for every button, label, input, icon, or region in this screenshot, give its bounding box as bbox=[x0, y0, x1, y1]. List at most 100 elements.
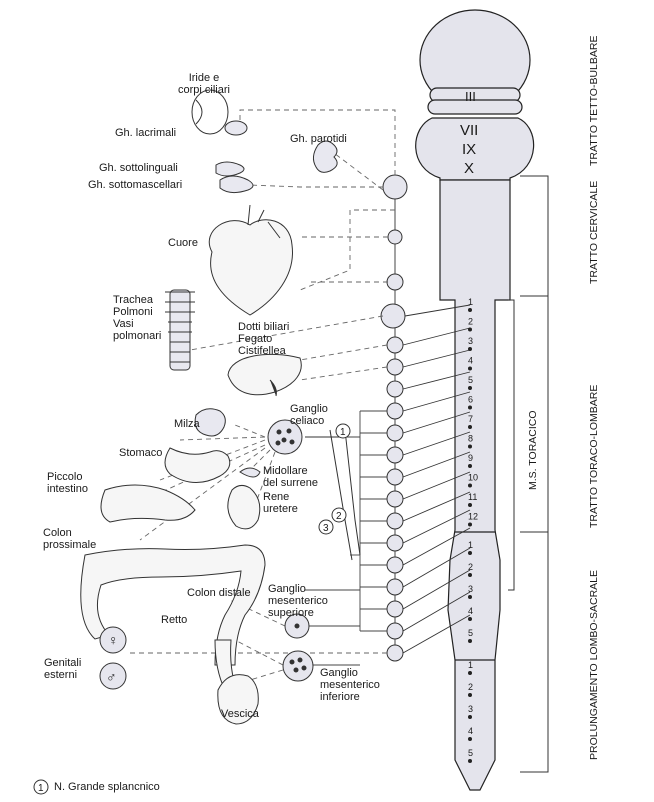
label-midollare: Midollare del surrene bbox=[263, 465, 319, 489]
label-milza: Milza bbox=[174, 418, 200, 430]
lumbar-segment-5: 5 bbox=[468, 628, 473, 638]
label-vescica: Vescica bbox=[221, 708, 259, 720]
thoracic-segment-8: 8 bbox=[468, 434, 473, 444]
label-stomaco: Stomaco bbox=[119, 447, 163, 459]
male-symbol-circle bbox=[99, 662, 127, 690]
label-colon-distale: Colon distale bbox=[187, 587, 251, 599]
female-icon: ♀ bbox=[108, 632, 119, 648]
male-icon: ♂ bbox=[106, 669, 117, 685]
marker-3: 3 bbox=[323, 523, 329, 534]
label-genitali: Genitali esterni bbox=[44, 657, 82, 681]
female-symbol-circle bbox=[99, 626, 127, 654]
thoracic-segment-dot-4 bbox=[468, 366, 472, 371]
thoracic-segment-dot-12 bbox=[468, 522, 472, 527]
nucleus-x: X bbox=[464, 160, 475, 177]
trachea-shape bbox=[165, 289, 195, 371]
lumbar-segment-dot-4 bbox=[468, 617, 472, 621]
cord-body-shape bbox=[439, 179, 511, 791]
marker-2: 2 bbox=[336, 511, 342, 522]
lumbar-segment-2: 2 bbox=[468, 562, 473, 572]
nucleus-iii: III bbox=[465, 89, 476, 104]
legend-number: 1 bbox=[38, 783, 44, 794]
thoracic-segment-12: 12 bbox=[468, 512, 478, 522]
label-ganglio-inf: Ganglio mesenterico inferiore bbox=[320, 667, 380, 703]
thoracic-segment-3: 3 bbox=[468, 336, 473, 346]
sublingual-gland-shape bbox=[215, 161, 245, 177]
sacral-segment-dot-2 bbox=[468, 693, 472, 697]
lumbar-segment-dot-5 bbox=[468, 639, 472, 643]
spinal-cord bbox=[415, 9, 535, 791]
thoracic-segment-dot-10 bbox=[468, 483, 472, 488]
thoracic-segment-dot-11 bbox=[468, 503, 472, 507]
thoracic-segment-6: 6 bbox=[468, 395, 473, 405]
dashed-fibers bbox=[130, 109, 396, 681]
splanchnic-nerves bbox=[305, 429, 361, 561]
thoracic-segment-11: 11 bbox=[468, 492, 477, 502]
marker-1: 1 bbox=[340, 427, 346, 438]
thoracic-segment-9: 9 bbox=[468, 453, 473, 463]
label-cuore: Cuore bbox=[168, 237, 198, 249]
region-cervicale: TRATTO CERVICALE bbox=[588, 180, 600, 284]
thoracic-segment-1: 1 bbox=[468, 297, 473, 307]
sacral-segment-dot-3 bbox=[468, 715, 472, 719]
thoracic-segment-7: 7 bbox=[468, 414, 473, 424]
thoracic-segment-dot-1 bbox=[468, 308, 472, 312]
postganglionic-fibers bbox=[305, 410, 387, 666]
bladder-shape bbox=[217, 674, 259, 725]
thoracic-segment-dot-3 bbox=[468, 347, 472, 351]
thoracic-segment-4: 4 bbox=[468, 356, 473, 366]
stomach-shape bbox=[164, 447, 231, 483]
kidney-shape bbox=[227, 484, 261, 530]
ganglion-stellate bbox=[380, 303, 406, 329]
lumbar-segment-3: 3 bbox=[468, 584, 473, 594]
thoracic-segment-dot-2 bbox=[468, 327, 472, 332]
markers bbox=[33, 423, 351, 795]
ganglio-mesenterico-inferiore-circle bbox=[282, 650, 314, 682]
label-dotti: Dotti biliari Fegato Cistifellea bbox=[238, 321, 290, 357]
adrenal-shape bbox=[239, 467, 261, 478]
heart-shape bbox=[208, 219, 293, 316]
sacral-segment-dot-5 bbox=[468, 759, 472, 763]
thoracic-segment-dot-6 bbox=[468, 405, 472, 410]
organs bbox=[80, 89, 338, 725]
lumbar-segment-1: 1 bbox=[468, 540, 473, 550]
thoracic-segment-dot-7 bbox=[468, 425, 472, 429]
lumbar-segment-dot-2 bbox=[468, 573, 472, 577]
sacral-segment-dot-4 bbox=[468, 737, 472, 741]
small-intestine-shape bbox=[100, 484, 196, 523]
lumbar-segment-4: 4 bbox=[468, 606, 473, 616]
ring-band-2 bbox=[427, 99, 523, 115]
thoracic-segment-2: 2 bbox=[468, 317, 473, 327]
eye-shape bbox=[191, 89, 248, 136]
submandibular-gland-shape bbox=[219, 175, 254, 194]
region-brackets bbox=[508, 175, 549, 773]
sacral-segment-4: 4 bbox=[468, 726, 473, 736]
lumbar-segment-dot-3 bbox=[468, 595, 472, 599]
label-rene: Rene uretere bbox=[263, 491, 298, 515]
label-ganglio-celiaco: Ganglio celiaco bbox=[290, 403, 328, 427]
spleen-shape bbox=[194, 408, 226, 437]
sacral-segment-2: 2 bbox=[468, 682, 473, 692]
region-ms-toracico: M.S. TORACICO bbox=[527, 410, 539, 490]
label-trachea: Trachea Polmoni Vasi polmonari bbox=[113, 294, 162, 342]
label-iride: Iride e corpi ciliari bbox=[178, 72, 230, 96]
sympathetic-chain bbox=[380, 174, 408, 662]
thoracic-segment-dot-9 bbox=[468, 464, 472, 468]
region-tetto-bulbare: TRATTO TETTO-BULBARE bbox=[588, 35, 600, 167]
label-lacrimali: Gh. lacrimali bbox=[115, 127, 177, 139]
colon-shape bbox=[80, 544, 266, 666]
sacral-segment-dot-1 bbox=[468, 671, 472, 675]
label-parotidi: Gh. parotidi bbox=[290, 133, 347, 145]
label-retto: Retto bbox=[161, 614, 188, 626]
abdominal-ganglia bbox=[267, 419, 314, 682]
sacral-segment-3: 3 bbox=[468, 704, 473, 714]
label-sottomascellari: Gh. sottomascellari bbox=[88, 179, 183, 191]
sacral-segment-1: 1 bbox=[468, 660, 473, 670]
genitals bbox=[99, 626, 127, 690]
nucleus-vii: VII bbox=[460, 122, 479, 139]
ganglion-cervical-superior bbox=[382, 174, 408, 200]
thoracic-segment-dot-8 bbox=[468, 444, 472, 449]
label-piccolo: Piccolo intestino bbox=[47, 471, 88, 495]
